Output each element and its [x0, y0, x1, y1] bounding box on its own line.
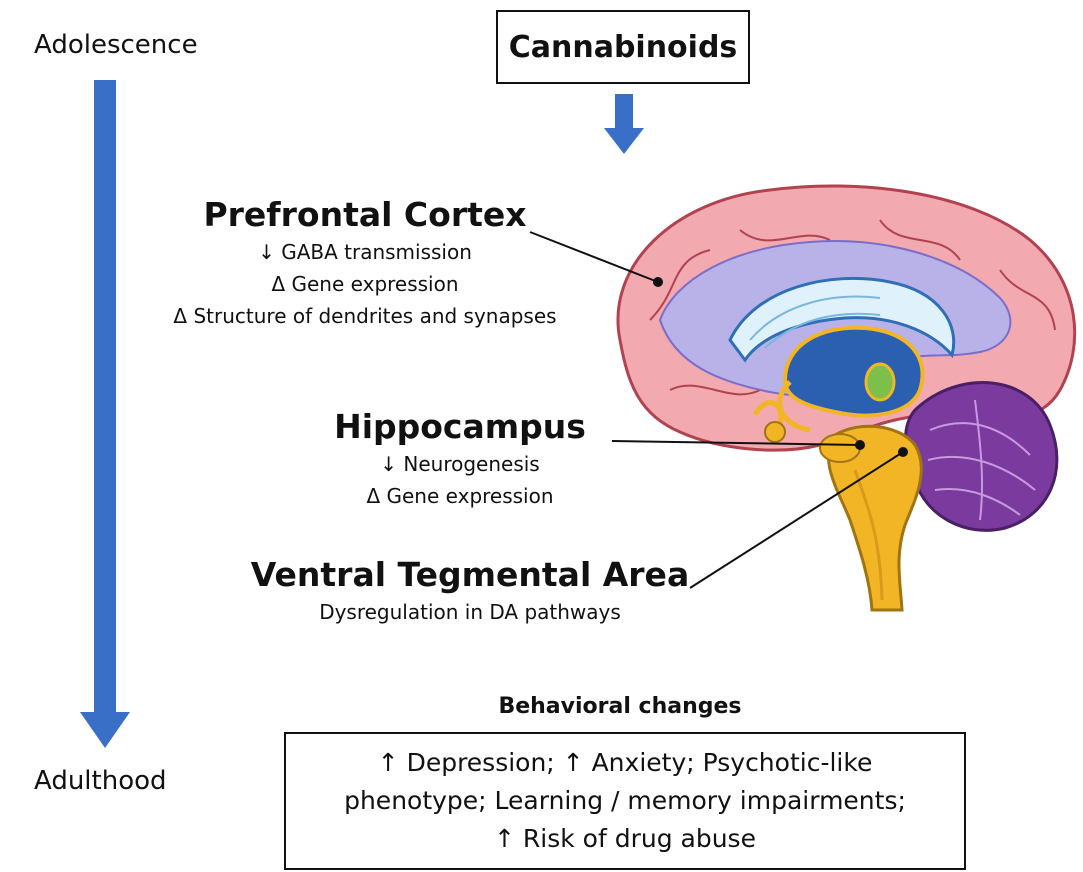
cannabinoids-label: Cannabinoids — [509, 30, 738, 65]
prefrontal-cortex-block: Prefrontal Cortex ↓ GABA transmission Δ … — [130, 194, 600, 332]
behavioral-changes-box: ↑ Depression; ↑ Anxiety; Psychotic-like … — [284, 732, 966, 870]
ventricle-shape — [785, 328, 923, 416]
vta-effect: Dysregulation in DA pathways — [250, 596, 690, 628]
hippocampus-node — [820, 434, 860, 462]
vta-marker-dot — [898, 447, 908, 457]
behavioral-change-line: ↑ Risk of drug abuse — [494, 820, 756, 858]
hippocampus-effect: ↓ Neurogenesis — [310, 448, 610, 480]
behavioral-change-line: phenotype; Learning / memory impairments… — [344, 782, 906, 820]
cannabinoids-arrow — [604, 94, 644, 156]
prefrontal-effect: Δ Gene expression — [130, 268, 600, 300]
timeline-end-label: Adulthood — [34, 766, 167, 796]
brain-illustration — [580, 170, 1083, 620]
prefrontal-marker-dot — [653, 277, 663, 287]
hippocampus-block: Hippocampus ↓ Neurogenesis Δ Gene expres… — [310, 406, 610, 512]
hippocampus-marker-dot — [855, 440, 865, 450]
behavioral-change-line: ↑ Depression; ↑ Anxiety; Psychotic-like — [378, 744, 873, 782]
prefrontal-effect: ↓ GABA transmission — [130, 236, 600, 268]
timeline-start-label: Adolescence — [34, 30, 198, 60]
hippocampus-title: Hippocampus — [310, 406, 610, 448]
vta-title: Ventral Tegmental Area — [250, 554, 690, 596]
vta-block: Ventral Tegmental Area Dysregulation in … — [250, 554, 690, 628]
prefrontal-effect: Δ Structure of dendrites and synapses — [130, 300, 600, 332]
prefrontal-cortex-title: Prefrontal Cortex — [130, 194, 600, 236]
cannabinoids-box: Cannabinoids — [496, 10, 750, 84]
green-nucleus — [866, 364, 894, 400]
behavioral-changes-title: Behavioral changes — [440, 694, 800, 719]
timeline-arrow — [80, 80, 130, 750]
hippocampus-effect: Δ Gene expression — [310, 480, 610, 512]
